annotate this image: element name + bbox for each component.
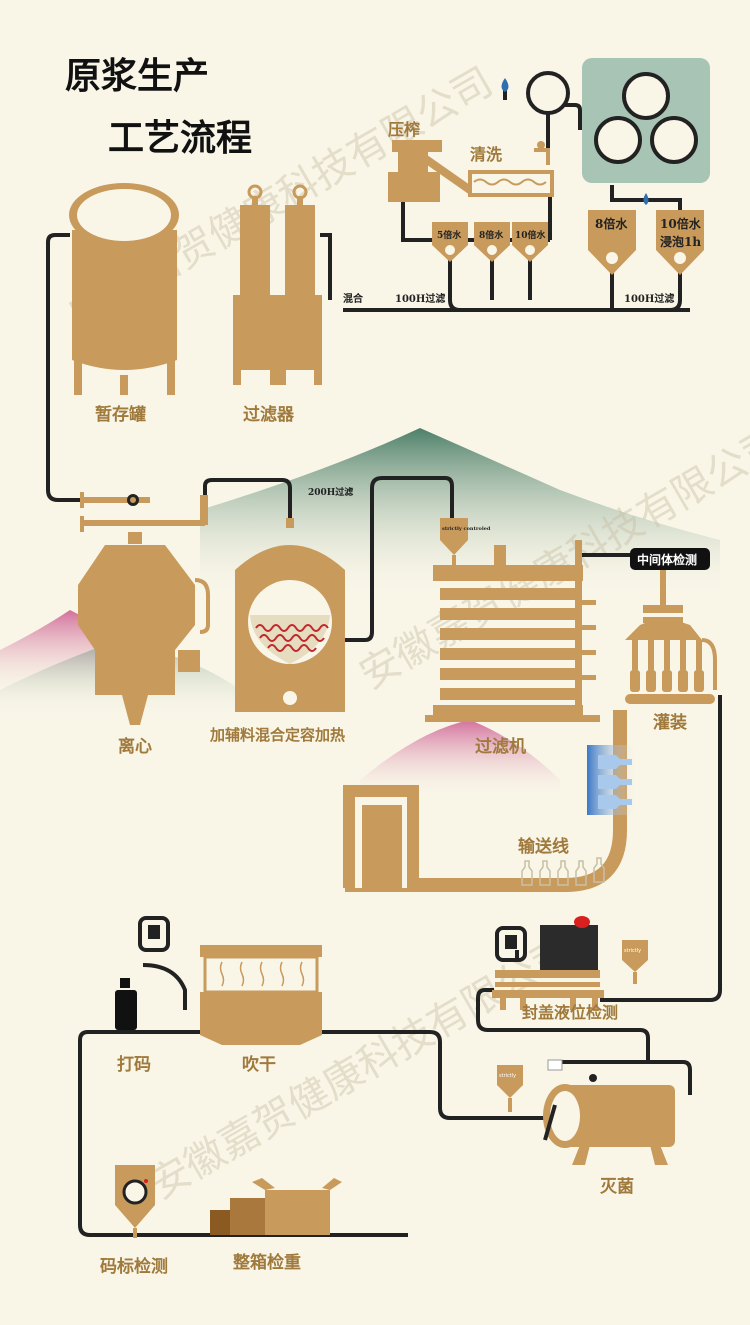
conveyor-bottles (521, 857, 605, 886)
label-cap-check: 封盖液位检测 (522, 1003, 618, 1022)
strict-tag-3 (497, 1065, 523, 1112)
label-strict: strictly controled (442, 526, 491, 532)
label-sterilize: 灭菌 (599, 1177, 634, 1197)
label-conveyor: 输送线 (518, 836, 569, 857)
mountain-pink-mid (360, 720, 560, 800)
box-weigh (210, 1178, 342, 1235)
label-mid-check: 中间体检测 (637, 552, 697, 567)
title-line-2: 工艺流程 (108, 117, 252, 159)
storage-tank (69, 183, 179, 395)
label-water10a: 10倍水 (515, 229, 547, 241)
main-pipes-1 (46, 233, 640, 642)
main-pipes-2 (78, 695, 722, 1237)
title-line-1: 原浆生产 (65, 55, 209, 97)
label-mix-heat: 加辅料混合定容加热 (209, 726, 345, 744)
mid-check-badge (630, 548, 710, 570)
label-filter100a: 100H过滤 (395, 292, 445, 305)
label-filter200: 200H过滤 (308, 486, 353, 498)
hopper-10x (512, 222, 548, 262)
water-drop-icon (501, 78, 509, 92)
label-water8b: 8倍水 (595, 216, 628, 231)
wash-basin (468, 141, 554, 197)
label-tag2: strictly (499, 1073, 516, 1079)
coding-machine (115, 916, 170, 1030)
label-centrifuge: 离心 (118, 736, 152, 757)
hopper-8x-large (588, 210, 636, 275)
label-blow-dry: 吹干 (242, 1054, 276, 1075)
soak-tank-box (582, 58, 710, 183)
filter-unit (233, 196, 322, 385)
press-machine (388, 140, 470, 202)
label-soak: 浸泡1h (660, 234, 701, 249)
water-source-icon (526, 71, 570, 115)
water-drop-icon-2 (643, 193, 649, 205)
label-coding: 打码 (117, 1054, 151, 1075)
label-wash: 清洗 (470, 145, 502, 164)
sterilizer (543, 1059, 675, 1165)
label-water5: 5倍水 (437, 229, 462, 241)
strict-tag-2 (622, 940, 648, 984)
label-press: 压榨 (388, 120, 420, 139)
filter-machine (425, 540, 600, 722)
label-filter-unit: 过滤器 (243, 404, 295, 425)
label-filter100b: 100H过滤 (624, 292, 674, 305)
hopper-5x (432, 222, 468, 262)
valve-assembly (80, 492, 208, 532)
label-filling: 灌装 (653, 712, 687, 733)
label-tag1: strictly (624, 948, 641, 954)
mixing-heat-tank (235, 518, 345, 712)
cap-level-checker (492, 916, 604, 1010)
filling-machine (625, 570, 715, 704)
strict-control-tag (440, 518, 468, 565)
hopper-8x (474, 222, 510, 262)
label-storage: 暂存罐 (95, 404, 146, 425)
label-weigh: 整箱检重 (233, 1252, 301, 1273)
label-mix: 混合 (343, 292, 364, 305)
label-code-check: 码标检测 (100, 1256, 168, 1277)
label-water10b: 10倍水 (660, 216, 702, 231)
label-filter-machine: 过滤机 (475, 736, 526, 757)
centrifuge (78, 532, 200, 725)
blow-dryer (200, 945, 322, 1045)
code-check-scanner (115, 1165, 155, 1238)
hopper-10x-large (656, 210, 704, 275)
label-water8a: 8倍水 (479, 229, 504, 241)
